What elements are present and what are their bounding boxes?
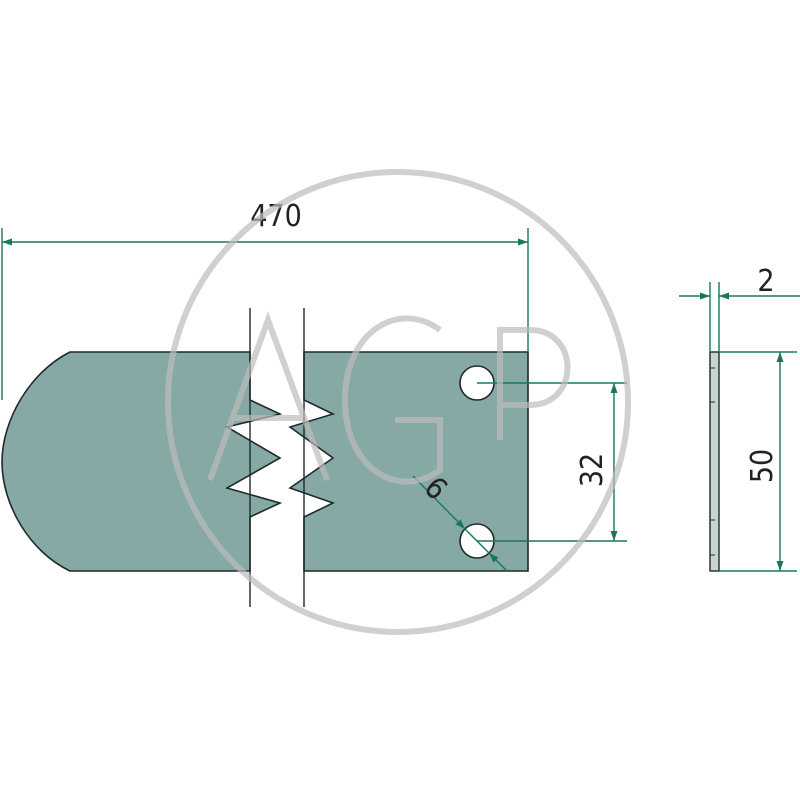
agp-watermark-logo xyxy=(165,169,631,635)
width-label: 50 xyxy=(745,449,780,483)
plate-side-view xyxy=(709,351,720,572)
plate-front-view xyxy=(1,308,529,607)
plate-left-part xyxy=(1,351,283,572)
thickness-label: 2 xyxy=(757,264,774,299)
plate-right-part xyxy=(288,351,529,572)
dimension-hole-diameter xyxy=(412,475,508,572)
hole-spacing-label: 32 xyxy=(575,453,610,487)
dimension-width xyxy=(719,351,797,572)
dimension-thickness xyxy=(679,282,800,352)
